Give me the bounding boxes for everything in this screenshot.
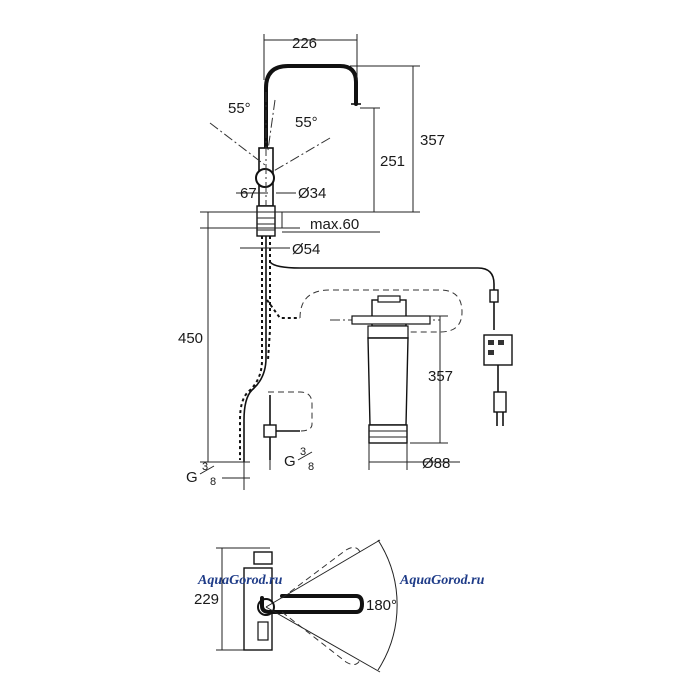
label-max-thickness: max.60 bbox=[310, 216, 359, 233]
angle-valve bbox=[263, 424, 277, 438]
label-thread-right-num: 3 bbox=[300, 446, 306, 458]
label-thread-right: G bbox=[284, 453, 296, 470]
filter-cartridge bbox=[367, 337, 409, 426]
label-thread-left-num: 3 bbox=[202, 461, 208, 473]
label-angle-right: 55° bbox=[295, 114, 318, 131]
filter-unit bbox=[299, 289, 463, 444]
watermark-right: AquaGorod.ru bbox=[399, 573, 485, 588]
label-filter-diameter: Ø88 bbox=[422, 455, 450, 472]
label-thread-left: G bbox=[186, 469, 198, 486]
top-view bbox=[216, 539, 398, 673]
label-swivel-angle: 180° bbox=[366, 597, 397, 614]
label-base-offset: 67 bbox=[240, 185, 257, 202]
top-view-spout bbox=[260, 594, 364, 614]
label-filter-height: 357 bbox=[428, 368, 453, 385]
label-hole-diameter: Ø34 bbox=[298, 185, 326, 202]
label-spout-height: 251 bbox=[380, 153, 405, 170]
watermark-left: AquaGorod.ru bbox=[197, 573, 283, 588]
spout bbox=[264, 64, 358, 152]
supply-hoses bbox=[239, 236, 313, 462]
label-spout-reach: 226 bbox=[292, 35, 317, 52]
label-total-height: 357 bbox=[420, 132, 445, 149]
filter-bracket bbox=[351, 315, 431, 325]
label-hose-length: 450 bbox=[178, 330, 203, 347]
label-base-diameter: Ø54 bbox=[292, 241, 320, 258]
electric-cable bbox=[269, 261, 513, 426]
label-top-view-depth: 229 bbox=[194, 591, 219, 608]
mounting-shank bbox=[256, 205, 276, 237]
label-thread-left-den: 8 bbox=[210, 476, 216, 488]
power-plug bbox=[493, 391, 507, 413]
label-thread-right-den: 8 bbox=[308, 461, 314, 473]
faucet-body bbox=[200, 64, 361, 237]
label-angle-left: 55° bbox=[228, 100, 251, 117]
dimension-lines bbox=[200, 34, 460, 490]
lever-handle bbox=[255, 168, 275, 188]
